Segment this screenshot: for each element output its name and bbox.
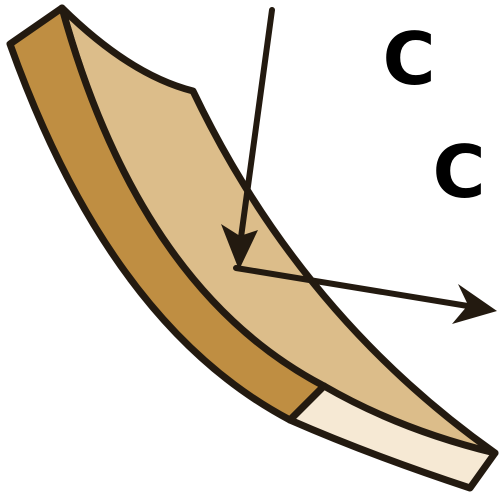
label-c-lower: C bbox=[433, 130, 486, 214]
rightward-arrow-shaft bbox=[233, 265, 483, 311]
downward-arrow-shaft bbox=[236, 7, 275, 255]
label-c-upper: C bbox=[383, 17, 436, 101]
plank-end-face bbox=[286, 382, 499, 492]
downward-arrow-head bbox=[221, 224, 258, 270]
rightward-arrow-head bbox=[452, 284, 497, 324]
